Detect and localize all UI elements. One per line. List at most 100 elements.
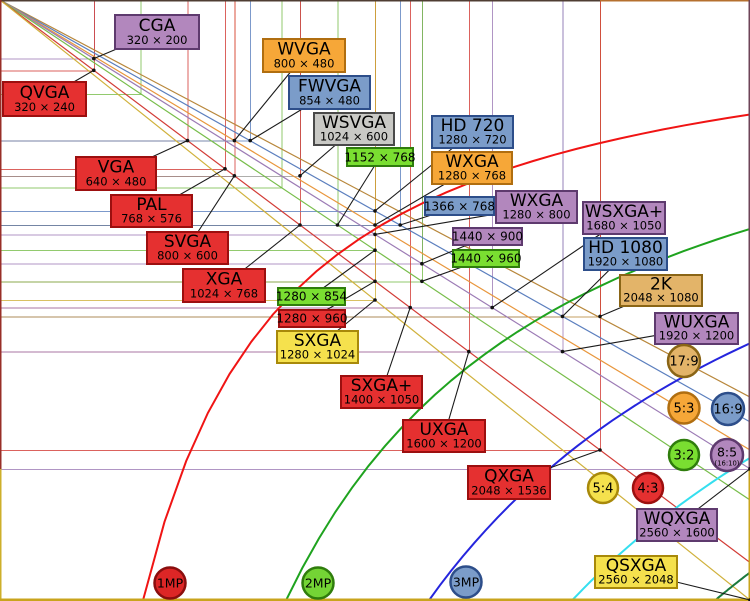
- leader-vga: [151, 140, 188, 158]
- point-hd720: [373, 209, 377, 213]
- leader-r1440x960: [421, 266, 463, 282]
- point-wvga: [232, 138, 237, 143]
- ratio-5x3: 5:3: [667, 391, 701, 425]
- point-sxga: [373, 298, 377, 302]
- label-res-qvga: 320 × 240: [14, 100, 75, 114]
- label-box-2k: [619, 274, 703, 307]
- label-box-vga: [75, 156, 157, 191]
- label-box-hd720: [431, 115, 514, 149]
- point-r1280x960: [373, 279, 377, 284]
- label-box-sxga-plus: [340, 375, 423, 409]
- label-box-fwvga: [288, 75, 371, 110]
- label-box-uxga: [402, 419, 486, 453]
- leader-r1152x768: [337, 165, 375, 226]
- point-wsvga: [298, 174, 302, 178]
- label-res-sxga: 1280 × 1024: [280, 348, 355, 362]
- ratio-circle-8x5: [709, 437, 745, 473]
- label-res-svga: 800 × 600: [157, 249, 218, 263]
- leader-cga: [93, 48, 117, 60]
- leader-uxga: [448, 351, 470, 421]
- label-res-wsxga-plus: 1680 × 1050: [586, 219, 661, 233]
- label-title-wsxga-plus: WSXGA+: [585, 202, 663, 222]
- label-box-wqxga: [636, 508, 718, 542]
- leader-qxga: [549, 449, 601, 469]
- label-box-r1440x960: [452, 249, 520, 268]
- ratio-17x9: 17:9: [666, 343, 702, 379]
- point-uxga: [467, 349, 471, 354]
- label-res-hd1080: 1920 × 1080: [588, 255, 663, 269]
- label-box-wxga768: [431, 151, 513, 185]
- label-res-qsxga: 2560 × 2048: [598, 573, 673, 587]
- ratio-label-5x4: 5:4: [593, 482, 614, 497]
- point-hd1080: [560, 314, 565, 319]
- label-title-cga: CGA: [139, 16, 176, 36]
- ratio-label-3x2: 3:2: [674, 449, 695, 464]
- point-svga: [232, 174, 237, 178]
- arc-2mp: [284, 227, 750, 601]
- label-box-sxga: [276, 330, 359, 364]
- ratio-circle-16x9: [710, 391, 746, 427]
- label-title-uxga: UXGA: [420, 420, 469, 440]
- mp-circle-1mp: [153, 566, 187, 600]
- label-title-pal: PAL: [136, 195, 167, 215]
- point-wxga768: [373, 223, 377, 227]
- leader-r1366x768: [400, 214, 432, 226]
- leader-xga: [244, 224, 301, 270]
- point-qvga: [92, 68, 96, 73]
- mp-2mp: 2MP: [301, 566, 335, 600]
- leader-wsvga: [299, 144, 336, 177]
- ratio-circle-5x4: [586, 471, 620, 505]
- leader-wxga800: [374, 213, 497, 235]
- point-r1366x768: [398, 223, 403, 227]
- point-wsxga-plus: [490, 305, 495, 310]
- point-qxga: [598, 448, 602, 452]
- leader-pal: [179, 168, 226, 196]
- label-title-vga: VGA: [98, 158, 135, 178]
- label-res-r1440x900: 1440 × 900: [452, 230, 523, 244]
- leader-fwvga: [249, 108, 303, 142]
- ratio-label-5x3: 5:3: [674, 402, 695, 417]
- mp-3mp: 3MP: [449, 565, 483, 599]
- label-box-qsxga: [594, 555, 678, 589]
- label-title-wsvga: WSVGA: [322, 113, 386, 133]
- label-title-qsxga: QSXGA: [606, 556, 667, 576]
- ratio-circle-5x3: [667, 391, 701, 425]
- mp-1mp: 1MP: [153, 566, 187, 600]
- ratio-circle-3x2: [667, 438, 701, 472]
- leader-wvga: [233, 71, 291, 141]
- label-res-r1280x854: 1280 × 854: [276, 290, 347, 304]
- label-res-cga: 320 × 200: [127, 33, 188, 47]
- ratio-16x9: 16:9: [710, 391, 746, 427]
- ratio-sublabel-8x5: (16:10): [715, 460, 740, 468]
- leader-wqxga: [697, 468, 750, 510]
- label-res-uxga: 1600 × 1200: [406, 437, 481, 451]
- label-sxga-plus: SXGA+1400 × 1050: [340, 375, 423, 409]
- label-res-wxga800: 1280 × 800: [502, 208, 570, 222]
- label-r1280x960: 1280 × 960: [276, 309, 348, 328]
- mp-circle-2mp: [301, 566, 335, 600]
- label-res-xga: 1024 × 768: [190, 286, 258, 300]
- label-title-qxga: QXGA: [484, 467, 534, 487]
- label-box-svga: [146, 231, 229, 265]
- point-sxga-plus: [408, 305, 413, 310]
- point-xga: [298, 223, 302, 227]
- label-title-wxga800: WXGA: [510, 191, 564, 211]
- ratio-label-16x9: 16:9: [713, 403, 742, 418]
- leader-wuxga: [562, 335, 656, 353]
- label-title-wvga: WVGA: [277, 40, 331, 60]
- label-res-fwvga: 854 × 480: [299, 93, 360, 107]
- label-res-r1366x768: 1366 × 768: [424, 199, 495, 213]
- ratio-4x3: 4:3: [631, 471, 665, 505]
- label-box-r1440x900: [452, 227, 523, 246]
- leader-svga: [197, 175, 235, 233]
- arc-5mp: [713, 571, 750, 601]
- point-r1440x900: [420, 261, 424, 266]
- label-box-wxga800: [495, 190, 578, 224]
